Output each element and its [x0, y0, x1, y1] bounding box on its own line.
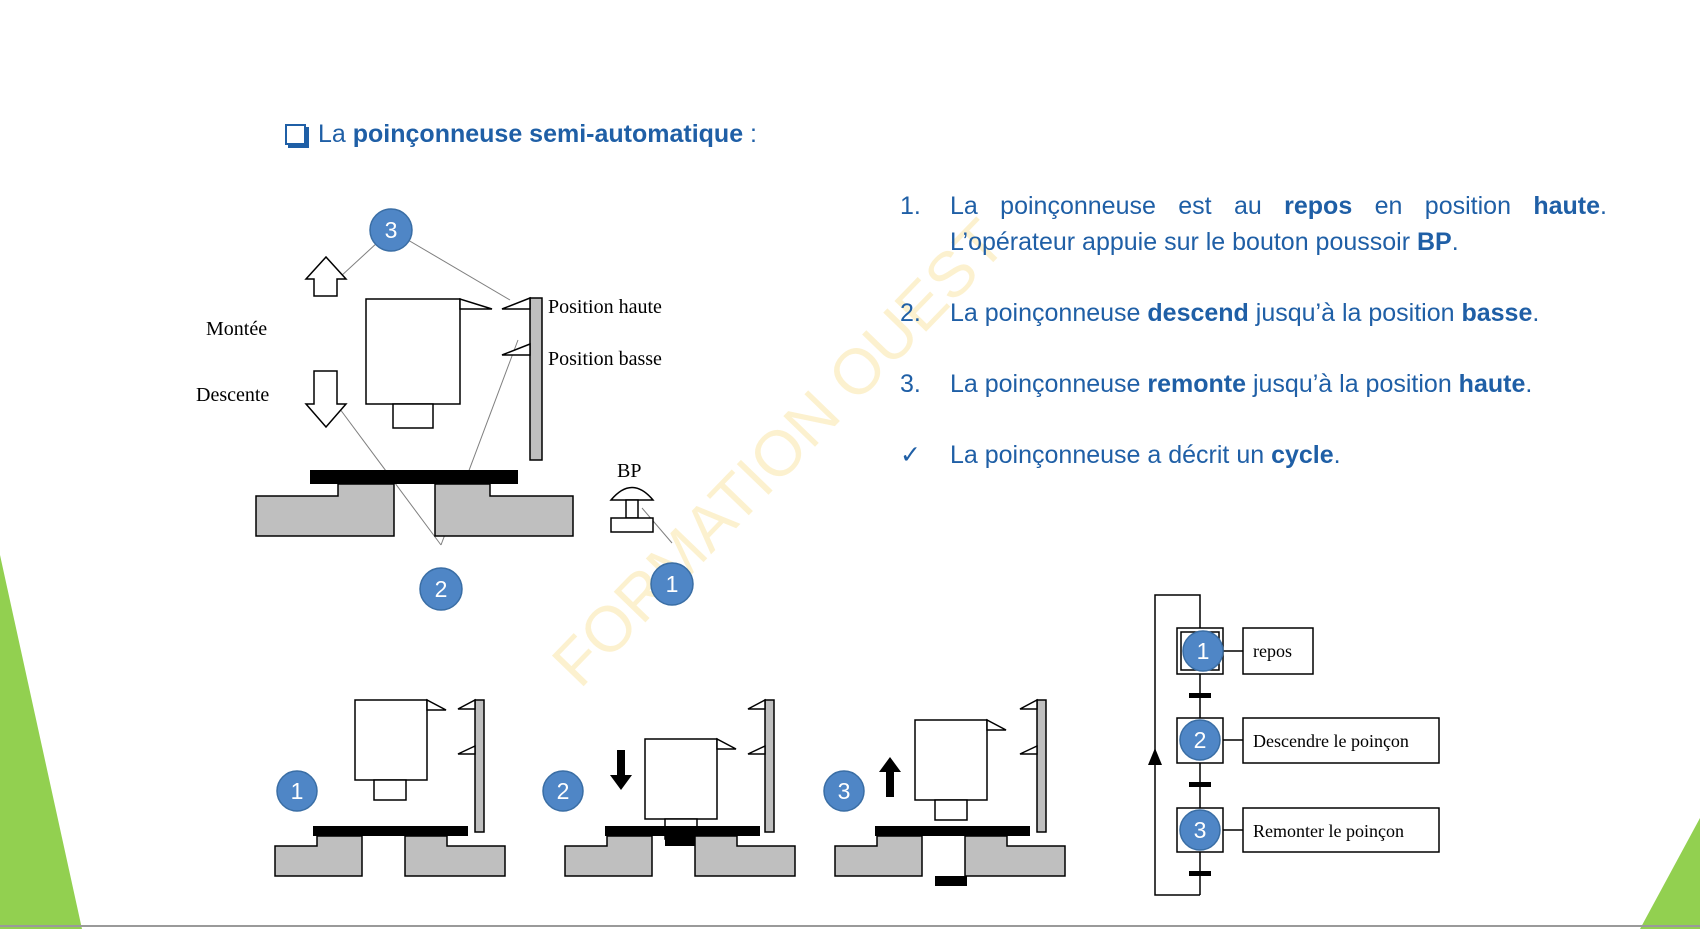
step-text-part: . [1532, 299, 1540, 327]
punch-cam [459, 297, 493, 310]
grafcet-step-1-badge [1182, 630, 1224, 672]
push-button-icon [609, 486, 655, 501]
checkbox-bullet-icon [285, 124, 306, 145]
state-3-badge [823, 770, 865, 812]
sheet-plate [310, 470, 518, 484]
grafcet-step-3-badge [1179, 809, 1221, 851]
label-montee: Montée [206, 318, 267, 340]
step-text-bold: haute [1458, 370, 1526, 398]
base-left [255, 483, 395, 537]
state-1-number: 1 [291, 778, 304, 804]
state-2-number: 2 [557, 778, 570, 804]
sensor-high [501, 296, 531, 310]
label-descente: Descente [196, 384, 269, 406]
step-text: La poinçonneuse remonte jusqu’à la posit… [950, 366, 1607, 402]
step-text-part: jusqu’à la position [1248, 299, 1462, 327]
step-text: La poinçonneuse a décrit un cycle. [950, 437, 1607, 473]
state-3-number: 3 [838, 778, 851, 804]
grafcet-return-arrow-icon [1148, 748, 1162, 765]
grafcet-step-2-number: 2 [1194, 727, 1207, 753]
step-text-bold: haute [1533, 192, 1601, 220]
step-text-part: . [1525, 370, 1533, 398]
heading-bold: poinçonneuse semi-automatique [352, 120, 744, 148]
step-text-part: La poinçonneuse [950, 299, 1148, 327]
step-text-part: en position [1352, 192, 1534, 220]
grafcet-diagram: repos Descendre le poinçon Remonter le p… [1148, 594, 1440, 896]
grafcet-step-3-number: 3 [1194, 817, 1207, 843]
grafcet-action-2: Descendre le poinçon [1253, 731, 1409, 751]
step-text-part: La poinçonneuse [950, 370, 1148, 398]
punch-body [365, 298, 461, 405]
step-text-part: . [1333, 441, 1341, 469]
state-diagrams: 1 2 3 [274, 698, 1066, 886]
label-bp: BP [617, 460, 641, 482]
heading-suffix: : [743, 120, 758, 148]
step-item-3: 3. La poinçonneuse remonte jusqu’à la pos… [900, 366, 1607, 402]
step-text-bold: repos [1284, 192, 1353, 220]
heading-prefix: La [318, 120, 346, 148]
grafcet-step-2-badge [1179, 719, 1221, 761]
grafcet-action-3: Remonter le poinçon [1253, 821, 1404, 841]
callout-1-number: 1 [666, 571, 679, 597]
step-marker: 3. [900, 370, 921, 398]
label-position-haute: Position haute [548, 296, 662, 318]
step-text-bold: remonte [1147, 370, 1247, 398]
grafcet-action-1: repos [1253, 641, 1292, 661]
callout-2-number: 2 [435, 576, 448, 602]
callout-3-badge [369, 208, 413, 252]
step-text-bold: cycle [1271, 441, 1334, 469]
punch-diagram: Montée Descente Position haute Position … [196, 208, 694, 611]
up-arrow-icon [879, 757, 901, 797]
state-1 [274, 698, 506, 877]
label-position-basse: Position basse [548, 348, 662, 370]
step-text-part: La poinçonneuse a décrit un [950, 441, 1272, 469]
step-text: La poinçonneuse est au repos en position… [950, 188, 1607, 260]
down-arrow-icon [304, 370, 348, 429]
sensor-low [501, 342, 531, 356]
step-text-bold: descend [1147, 299, 1249, 327]
step-text-part: . [1451, 228, 1459, 256]
step-marker: 1. [900, 192, 921, 220]
step-marker: ✓ [900, 441, 921, 469]
step-item-2: 2. La poinçonneuse descend jusqu’à la pos… [900, 295, 1607, 331]
down-arrow-icon [610, 750, 632, 790]
base-right [434, 483, 574, 537]
grafcet-step-1-number: 1 [1197, 638, 1210, 664]
step-text-part: . L’opérateur appuie sur le bouton pouss… [950, 192, 1607, 256]
column [529, 297, 543, 461]
state-1-badge [276, 770, 318, 812]
step-text-bold: basse [1461, 299, 1533, 327]
step-text-part: La poinçonneuse est au [950, 192, 1285, 220]
step-text-part: jusqu’à la position [1246, 370, 1459, 398]
step-item-1: 1. La poinçonneuse est au repos en positi… [900, 188, 1607, 260]
grafcet-action-2-box [1242, 717, 1440, 764]
state-3 [834, 698, 1066, 886]
step-text: La poinçonneuse descend jusqu’à la posit… [950, 295, 1607, 331]
step-item-4: ✓ La poinçonneuse a décrit un cycle. [900, 437, 1607, 473]
callout-1-badge [650, 562, 694, 606]
grafcet-action-1-box [1242, 627, 1314, 675]
steps-list: 1. La poinçonneuse est au repos en positi… [900, 188, 1607, 508]
punch-tip [392, 403, 434, 429]
slide-heading: La poinçonneuse semi-automatique : [285, 120, 757, 149]
step-text-bold: BP [1417, 228, 1452, 256]
step-marker: 2. [900, 299, 921, 327]
grafcet-action-3-box [1242, 807, 1440, 853]
callout-3-number: 3 [385, 217, 398, 243]
state-2-badge [542, 770, 584, 812]
callout-2-badge [419, 567, 463, 611]
up-arrow-icon [304, 255, 348, 297]
state-2 [564, 698, 796, 877]
